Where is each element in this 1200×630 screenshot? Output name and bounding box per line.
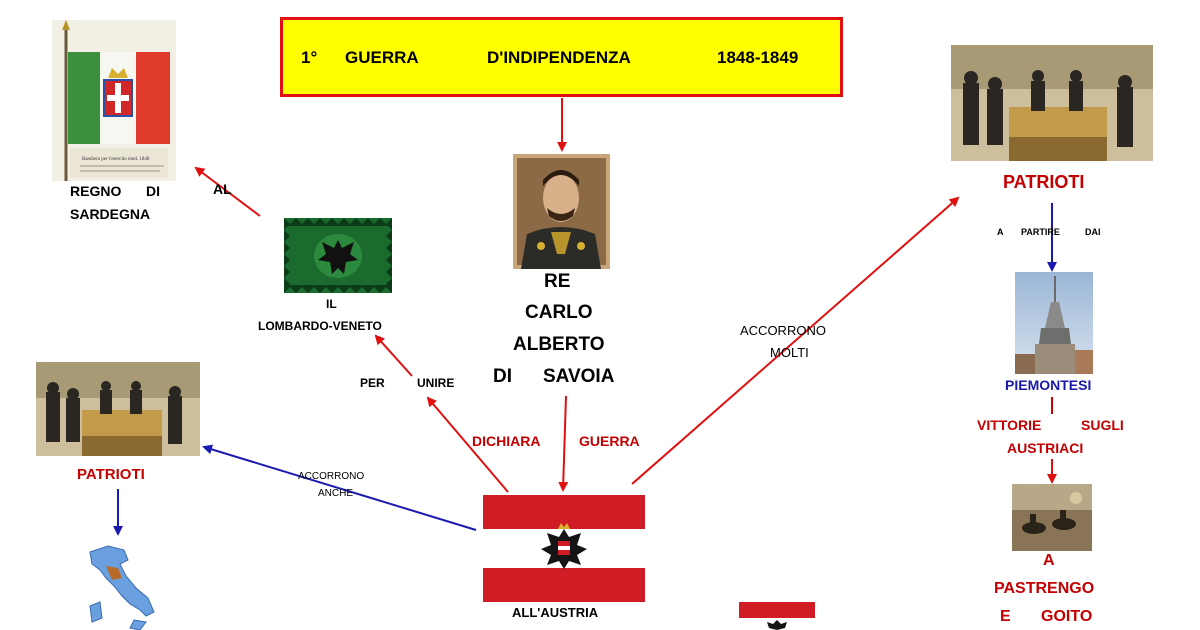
- king-line-alberto: ALBERTO: [513, 334, 605, 355]
- battle-a-label: A: [1043, 552, 1055, 569]
- title-years: 1848-1849: [717, 48, 799, 67]
- goito-label: GOITO: [1041, 608, 1093, 625]
- title-ordinal: 1°: [301, 48, 318, 67]
- right-patriots-painting: [951, 45, 1153, 161]
- accorrono-molti-line1: ACCORRONO: [740, 323, 826, 338]
- unire-label: UNIRE: [417, 376, 455, 390]
- a-partire-a: A: [997, 227, 1004, 237]
- mole-antonelliana-image: [1015, 272, 1093, 374]
- al-label: AL: [213, 181, 232, 197]
- arrow-austria-to-lombardo-low: [426, 396, 509, 493]
- left-patriots-label: PATRIOTI: [77, 466, 145, 483]
- per-label: PER: [360, 376, 385, 390]
- a-partire-partire: PARTIRE: [1021, 227, 1060, 237]
- il-label: IL: [326, 297, 337, 311]
- piemontesi-label: PIEMONTESI: [1005, 377, 1092, 393]
- king-line-carlo: CARLO: [525, 302, 593, 323]
- arrow-austria-to-lombardo-high: [374, 334, 413, 377]
- vittorie-label: VITTORIE: [977, 417, 1042, 433]
- austriaci-label: AUSTRIACI: [1007, 440, 1084, 456]
- a-partire-dai: DAI: [1085, 227, 1101, 237]
- italy-map-image: [78, 540, 160, 630]
- accorrono-anche-line1: ACCORRONO: [298, 471, 365, 482]
- austria-flag-small-image: [739, 602, 815, 630]
- accorrono-anche-line2: ANCHE: [318, 488, 354, 499]
- king-line-di: DI: [493, 366, 512, 387]
- arrow-lombardo-to-sardegna: [194, 166, 261, 217]
- left-patriots-painting: [36, 362, 200, 456]
- lombardo-veneto-flag-image: [284, 218, 392, 293]
- title-box: 1° GUERRA D'INDIPENDENZA 1848-1849: [280, 17, 843, 97]
- king-line-re: RE: [544, 271, 571, 292]
- di-label-word: DI: [146, 183, 160, 199]
- guerra-label: GUERRA: [579, 433, 640, 449]
- sardinia-flag-image: Bandiera per l'esercito mod. 1848: [52, 20, 176, 181]
- dichiara-label: DICHIARA: [472, 433, 541, 449]
- title-word-guerra: GUERRA: [345, 48, 419, 67]
- austria-flag-image: [483, 495, 645, 602]
- austria-label: ALL'AUSTRIA: [512, 605, 599, 620]
- sugli-label: SUGLI: [1081, 417, 1124, 433]
- king-line-savoia: SAVOIA: [543, 366, 615, 387]
- sardinia-flag-caption: Bandiera per l'esercito mod. 1848: [82, 157, 150, 162]
- arrow-austria-to-left-patriots: [202, 444, 477, 531]
- arrow-king-to-austria: [558, 395, 569, 492]
- sardegna-label: SARDEGNA: [70, 206, 151, 222]
- right-patriots-label: PATRIOTI: [1003, 172, 1085, 192]
- battle-painting-image: [1012, 484, 1092, 551]
- lombardo-veneto-label: LOMBARDO-VENETO: [258, 319, 382, 333]
- king-carlo-alberto-portrait: [513, 154, 610, 269]
- pastrengo-label: PASTRENGO: [994, 580, 1095, 597]
- title-word-indipendenza: D'INDIPENDENZA: [487, 48, 631, 67]
- battle-e-label: E: [1000, 608, 1011, 625]
- arrow-austria-to-right-patriots: [631, 196, 960, 485]
- regno-label-word: REGNO: [70, 183, 122, 199]
- accorrono-molti-line2: MOLTI: [770, 345, 809, 360]
